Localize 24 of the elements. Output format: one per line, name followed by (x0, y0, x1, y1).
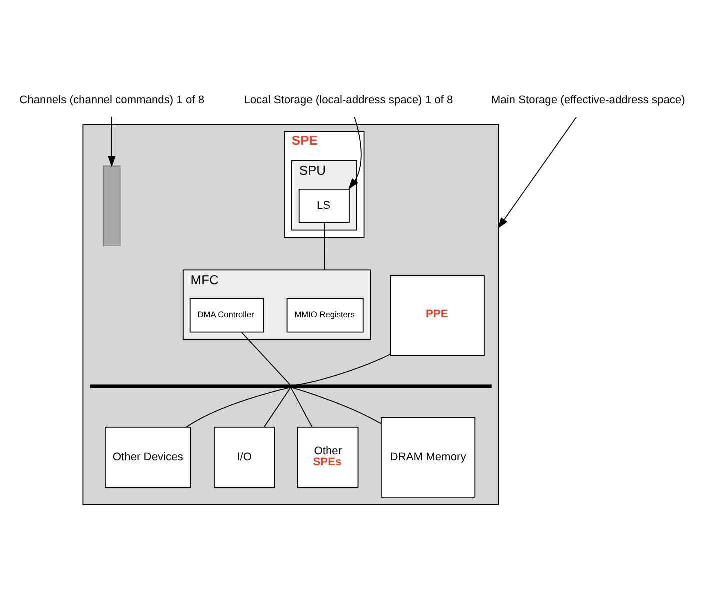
node-bar (103, 166, 121, 247)
connector (241, 332, 291, 386)
node-box: DRAM Memory (381, 417, 476, 498)
node-bar (90, 384, 492, 388)
node-text: Main Storage (effective-address space) (491, 94, 686, 106)
node-box: Other SPEs (298, 426, 359, 488)
node-box: I/O (214, 426, 276, 488)
node-box: Other Devices (105, 426, 192, 488)
node-box: MMIO Registers (286, 298, 364, 333)
arrow (348, 116, 362, 190)
node-box: DMA Controller (190, 298, 264, 333)
node-text: Local Storage (local-address space) 1 of 8 (244, 94, 454, 106)
connector (290, 388, 313, 428)
connector (264, 388, 291, 428)
node-box: LS (298, 189, 350, 224)
connector (296, 354, 391, 386)
connector (292, 388, 382, 424)
node-box: PPE (390, 275, 485, 356)
connector (324, 222, 326, 271)
arrow (108, 116, 116, 168)
arrow (498, 116, 578, 229)
connector (186, 388, 290, 428)
cluster (82, 124, 500, 506)
node-text: Channels (channel commands) 1 of 8 (20, 94, 205, 106)
